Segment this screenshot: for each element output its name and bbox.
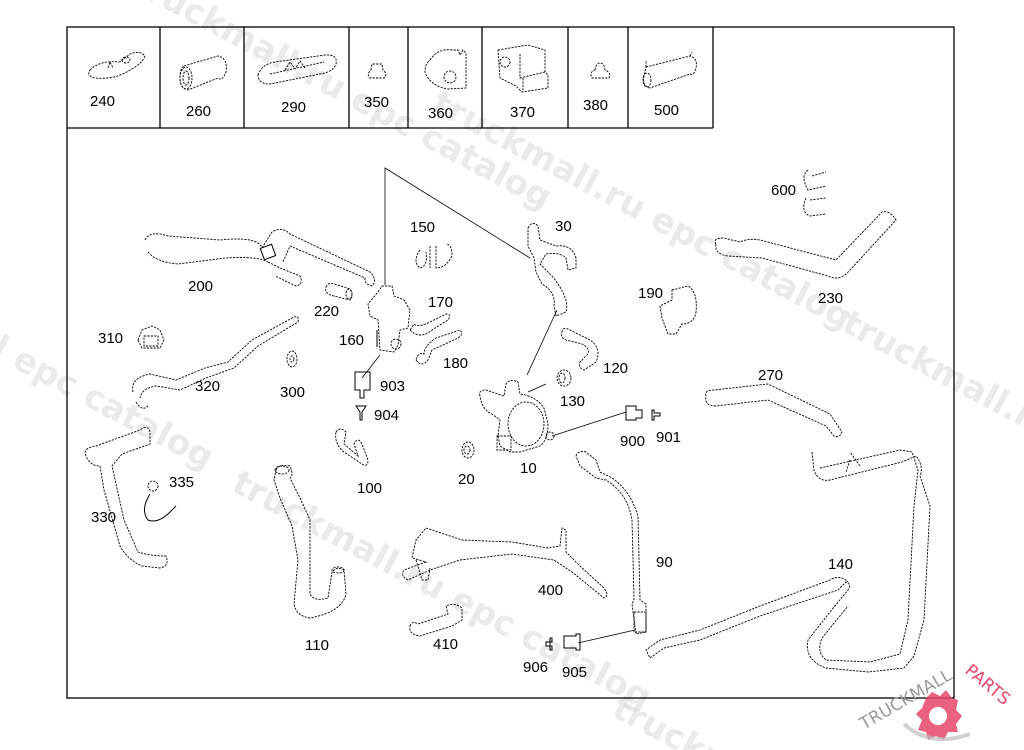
part-number-label: 904 xyxy=(374,407,399,424)
part-number-label: 20 xyxy=(458,471,475,488)
leader-lines xyxy=(361,167,636,644)
header-part-260[interactable]: 260 xyxy=(179,55,227,120)
part-number-label: 110 xyxy=(305,637,329,654)
connector-block-icon xyxy=(497,44,549,93)
part-number-label: 170 xyxy=(428,294,453,311)
part-number-label: 380 xyxy=(583,97,608,114)
clip-plate-icon xyxy=(88,51,146,79)
header-part-500[interactable]: 500 xyxy=(642,51,697,119)
part-number-label: 230 xyxy=(818,290,843,307)
part-number-label: 903 xyxy=(380,378,405,395)
part-number-label: 350 xyxy=(364,94,389,111)
header-grid xyxy=(159,27,714,128)
nut-icon xyxy=(367,63,387,79)
part-410-hose[interactable]: 410 xyxy=(409,603,463,653)
gasket-plate-icon xyxy=(257,54,337,85)
part-190-bracket[interactable]: 190 xyxy=(638,285,697,335)
watermark: l epc catalog xyxy=(0,328,220,478)
part-number-label: 100 xyxy=(357,480,382,497)
part-335-clamp[interactable]: 335 xyxy=(144,474,194,522)
watermark: truckmall.ru e xyxy=(836,303,1024,465)
part-number-label: 10 xyxy=(520,460,537,477)
header-part-290[interactable]: 290 xyxy=(257,54,337,116)
part-number-label: 150 xyxy=(410,219,435,236)
part-400-pipe-assembly[interactable]: 400 xyxy=(402,527,608,599)
part-901-pin[interactable]: 901 xyxy=(651,409,681,446)
logo-text-right: PARTS xyxy=(961,661,1014,710)
part-140-pipe-harness[interactable]: 140 xyxy=(645,449,931,673)
part-200-hose[interactable]: 200 xyxy=(144,229,375,295)
part-330-hose[interactable]: 330 xyxy=(84,427,168,569)
header-part-360[interactable]: 360 xyxy=(424,49,467,122)
diagram-frame xyxy=(66,26,955,699)
part-number-label: 901 xyxy=(656,429,681,446)
part-number-label: 906 xyxy=(523,659,548,676)
header-part-380[interactable]: 380 xyxy=(583,62,610,114)
part-90-sensor-cable[interactable]: 90 xyxy=(575,451,673,635)
part-30-hose[interactable]: 30 xyxy=(527,218,577,317)
part-600-clips[interactable]: 600 xyxy=(771,169,827,217)
watermark: truckmall.ru epc catalog xyxy=(606,688,1024,750)
part-number-label: 130 xyxy=(560,393,585,410)
part-230-hose[interactable]: 230 xyxy=(714,211,897,307)
truckmallparts-logo: TRUCKMALL PARTS xyxy=(856,661,1014,742)
part-120-hose[interactable]: 120 xyxy=(561,327,629,377)
part-300-washer[interactable]: 300 xyxy=(280,350,305,401)
part-number-label: 200 xyxy=(188,278,213,295)
header-part-240[interactable]: 240 xyxy=(88,51,146,110)
part-number-label: 310 xyxy=(98,330,123,347)
part-number-label: 160 xyxy=(339,332,364,349)
tube-sleeve-icon xyxy=(643,51,697,89)
part-number-label: 260 xyxy=(186,103,211,120)
part-170-hose[interactable]: 170 xyxy=(409,294,453,336)
part-310-nut[interactable]: 310 xyxy=(98,325,165,349)
part-number-label: 190 xyxy=(638,285,663,302)
part-number-label: 300 xyxy=(280,384,305,401)
part-900-connector[interactable]: 900 xyxy=(620,405,645,450)
part-20-grommet[interactable]: 20 xyxy=(458,441,475,488)
part-number-label: 360 xyxy=(428,105,453,122)
part-906-pin[interactable]: 906 xyxy=(523,637,553,676)
part-number-label: 180 xyxy=(443,355,468,372)
part-number-label: 30 xyxy=(555,218,572,235)
part-number-label: 905 xyxy=(562,664,587,681)
part-905-connector[interactable]: 905 xyxy=(562,633,587,681)
part-number-label: 370 xyxy=(510,104,535,121)
part-180-hose[interactable]: 180 xyxy=(415,329,468,372)
part-number-label: 410 xyxy=(433,636,458,653)
part-number-label: 270 xyxy=(758,367,783,384)
part-number-label: 140 xyxy=(828,556,853,573)
part-number-label: 240 xyxy=(90,93,115,110)
part-number-label: 330 xyxy=(91,509,116,526)
part-10-water-pump[interactable]: 10 xyxy=(479,379,555,477)
part-number-label: 220 xyxy=(314,303,339,320)
part-number-label: 400 xyxy=(538,582,563,599)
part-270-hose[interactable]: 270 xyxy=(705,367,843,437)
part-number-label: 500 xyxy=(654,102,679,119)
part-number-label: 900 xyxy=(620,433,645,450)
watermark: truckmall.ru epc catalog xyxy=(226,463,658,718)
part-160-valve[interactable]: 160 xyxy=(339,285,411,353)
part-903-connector[interactable]: 903 xyxy=(354,371,405,399)
part-number-label: 600 xyxy=(771,182,796,199)
part-number-label: 290 xyxy=(281,99,306,116)
part-220-hose-piece[interactable]: 220 xyxy=(314,282,353,320)
grommet-icon xyxy=(590,62,610,79)
part-150-clamp[interactable]: 150 xyxy=(410,219,453,269)
part-number-label: 90 xyxy=(656,554,673,571)
part-110-hose[interactable]: 110 xyxy=(273,465,347,655)
part-number-label: 320 xyxy=(195,378,220,395)
part-100-hose[interactable]: 100 xyxy=(335,428,382,497)
part-number-label: 120 xyxy=(603,360,628,377)
part-904-pin[interactable]: 904 xyxy=(355,405,399,424)
header-part-350[interactable]: 350 xyxy=(364,63,389,111)
part-130-clamp-ring[interactable]: 130 xyxy=(556,369,585,410)
part-320-hose[interactable]: 320 xyxy=(132,316,299,409)
header-part-370[interactable]: 370 xyxy=(497,44,549,121)
part-number-label: 335 xyxy=(169,474,194,491)
